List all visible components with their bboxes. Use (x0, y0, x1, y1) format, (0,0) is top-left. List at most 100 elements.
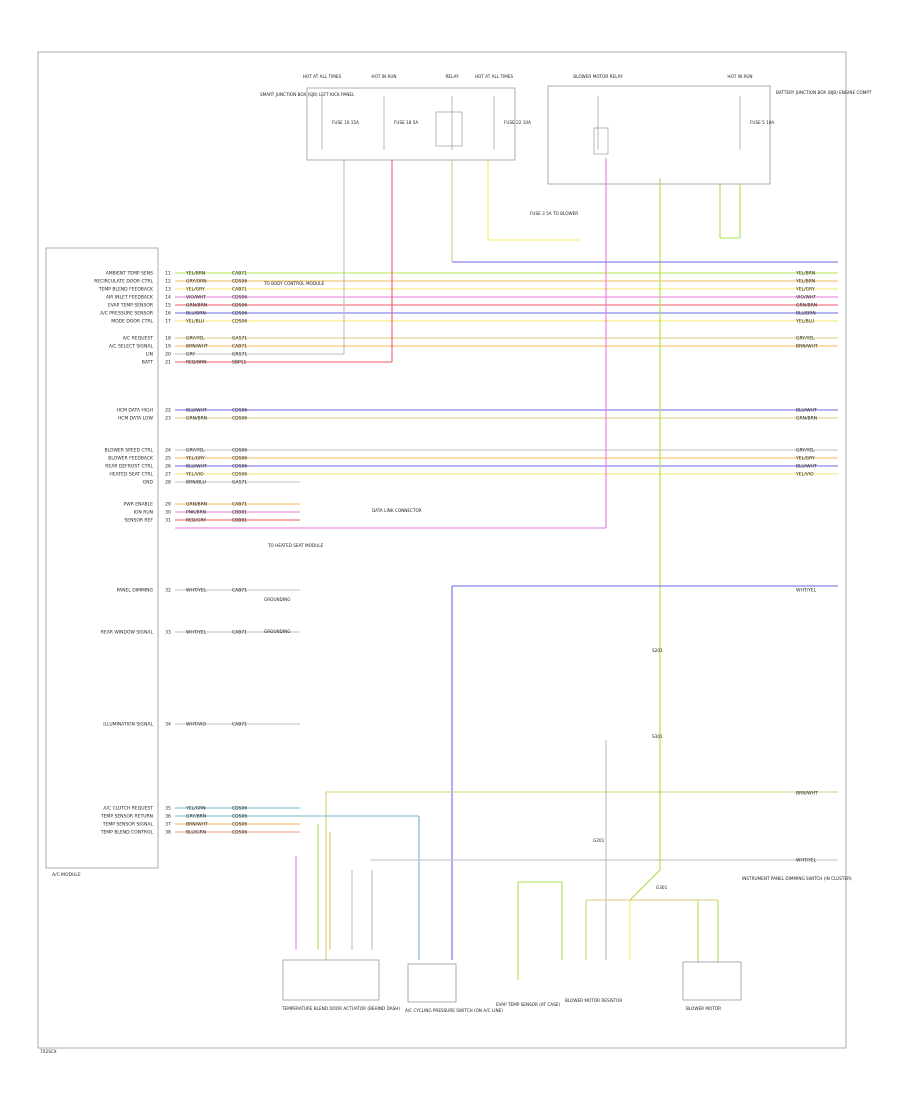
top-component-title: BLOWER MOTOR RELAY (573, 74, 623, 79)
wire-color-tag: GRY/YEL (186, 336, 205, 342)
pin-label: A/C SELECT SIGNAL (109, 344, 154, 350)
svg-text:INSTRUMENT PANEL DIMMING SWITC: INSTRUMENT PANEL DIMMING SWITCH (IN CLUS… (742, 876, 852, 881)
wire-color-tag: BRN/WHT (186, 344, 208, 350)
circuit-tag: CDS06 (232, 822, 247, 828)
circuit-tag: CDS06 (232, 814, 247, 820)
svg-text:TO HEATED SEAT MODULE: TO HEATED SEAT MODULE (267, 543, 324, 548)
pin-label: REAR DEFROST CTRL (105, 464, 153, 470)
svg-text:FUSE 3 5A TO BLOWER: FUSE 3 5A TO BLOWER (530, 211, 578, 216)
diagram-frame (37, 51, 847, 1049)
svg-text:A/C CYCLING PRESSURE SWITCH (O: A/C CYCLING PRESSURE SWITCH (ON A/C LINE… (405, 1008, 503, 1013)
pin-label: EVAP TEMP SENSOR (108, 303, 153, 309)
svg-text:G301: G301 (656, 885, 668, 890)
circuit-tag: CAB71 (232, 344, 247, 350)
wire-color-tag: BLU/WHT (186, 408, 207, 414)
circuit-tag: CDS06 (232, 806, 247, 812)
top-component-title: RELAY (445, 74, 459, 79)
pin-label: SENSOR REF (124, 518, 153, 524)
top-component-note: FUSE 5 10A (750, 120, 774, 125)
circuit-tag: CDS06 (232, 408, 247, 414)
svg-text:SMART JUNCTION BOX (SJB) LEFT: SMART JUNCTION BOX (SJB) LEFT KICK PANEL (260, 92, 355, 97)
svg-text:EVAP TEMP SENSOR (AT CASE): EVAP TEMP SENSOR (AT CASE) (496, 1002, 560, 1007)
circuit-tag: CAB71 (232, 287, 247, 293)
pin-number: 24 (165, 448, 171, 454)
pin-number: 23 (165, 416, 171, 422)
right-wire-tag: YEL/BLU (795, 319, 814, 325)
wire-color-tag: GRN/BRN (186, 416, 207, 422)
wire-color-tag: WHT/VIO (186, 722, 207, 728)
pin-number: 29 (165, 502, 171, 508)
pin-number: 12 (165, 279, 171, 285)
wire-color-tag: YEL/GRN (185, 806, 206, 812)
circuit-tag: CDS06 (232, 472, 247, 478)
pin-label: GND (143, 480, 154, 486)
pin-label: TEMP SENSOR SIGNAL (102, 822, 154, 828)
pin-number: 15 (165, 303, 171, 309)
pin-number: 35 (165, 806, 171, 812)
wire-color-tag: WHT/YEL (186, 588, 207, 594)
circuit-tag: CAB71 (232, 722, 247, 728)
pin-number: 32 (165, 588, 171, 594)
pin-label: HCM DATA LOW (118, 416, 154, 422)
svg-text:S201: S201 (652, 648, 663, 653)
pin-label: A/C REQUEST (123, 336, 154, 342)
svg-text:G201: G201 (593, 838, 605, 843)
wire-color-tag: GRN/BRN (186, 502, 207, 508)
right-wire-tag: GRY/YEL (796, 448, 815, 454)
svg-text:BLOWER MOTOR: BLOWER MOTOR (686, 1006, 721, 1011)
wire-layer (175, 158, 838, 980)
circuit-tag: CAB71 (232, 502, 247, 508)
pin-label: PWR ENABLE (124, 502, 154, 508)
right-wire-tag: WHT/YEL (796, 858, 817, 864)
circuit-tag: CDS06 (232, 279, 247, 285)
pin-number: 33 (165, 630, 171, 636)
ac-module-box (45, 247, 159, 869)
right-wire-tag: VIO/WHT (796, 295, 816, 301)
pin-label: IGN RUN (134, 510, 153, 516)
svg-text:DATA LINK CONNECTOR: DATA LINK CONNECTOR (372, 508, 422, 513)
circuit-tag: CDS06 (232, 456, 247, 462)
wire-color-tag: PNK/BRN (186, 510, 206, 516)
right-wire-tag: GRN/BRN (796, 416, 817, 422)
pin-label: TEMP SENSOR RETURN (100, 814, 153, 820)
wire-color-tag: GRY/BRN (186, 814, 206, 820)
svg-text:BATTERY JUNCTION BOX (BJB) ENG: BATTERY JUNCTION BOX (BJB) ENGINE COMPT (776, 90, 872, 95)
svg-text:GROUNDING: GROUNDING (264, 629, 291, 634)
wire-color-tag: YEL/VIO (185, 472, 204, 478)
pin-label: A/C CLUTCH REQUEST (103, 806, 153, 812)
svg-text:S301: S301 (652, 734, 663, 739)
circuit-tag: CDS06 (232, 303, 247, 309)
splice-notes: TO BODY CONTROL MODULE DATA LINK CONNECT… (263, 211, 852, 890)
pin-label: PANEL DIMMING (117, 588, 154, 594)
wire-color-tag: YEL/GRY (185, 287, 205, 293)
pin-label: ILLUMINATION SIGNAL (103, 722, 153, 728)
circuit-tag: CDS06 (232, 448, 247, 454)
pin-label: BLOWER SPEED CTRL (104, 448, 153, 454)
pin-number: 14 (165, 295, 171, 301)
right-wire-tag: GRY/YEL (796, 336, 815, 342)
right-wire-tag: BLU/BRN (796, 311, 816, 317)
wire-color-tag: VIO/WHT (186, 295, 206, 301)
pin-label: RECIRCULATE DOOR CTRL (94, 279, 153, 285)
pin-label: BATT (142, 360, 153, 366)
right-wire-tag: GRN/BRN (796, 303, 817, 309)
top-component-title: HOT AT ALL TIMES (303, 74, 342, 79)
pin-number: 36 (165, 814, 171, 820)
pin-number: 21 (165, 360, 171, 366)
svg-text:GROUNDING: GROUNDING (264, 597, 291, 602)
right-wire-tag: YEL/GRY (795, 287, 815, 293)
svg-text:TEMPERATURE BLEND DOOR ACTUATO: TEMPERATURE BLEND DOOR ACTUATOR (BEHIND … (281, 1006, 400, 1011)
circuit-tag: CDS06 (232, 830, 247, 836)
pin-label: HEATED SEAT CTRL (109, 472, 153, 478)
wire-color-tag: RED/GRY (186, 518, 206, 524)
pin-label: LIN (146, 352, 153, 358)
pin-number: 38 (165, 830, 171, 836)
wire-color-tag: YEL/BLU (185, 319, 204, 325)
circuit-tag: CAB71 (232, 630, 247, 636)
wire-color-tag: BLU/GRN (186, 830, 206, 836)
wire-color-tag: BLU/BRN (186, 311, 206, 317)
pin-number: 34 (165, 722, 171, 728)
circuit-tag: CAB71 (232, 271, 247, 277)
